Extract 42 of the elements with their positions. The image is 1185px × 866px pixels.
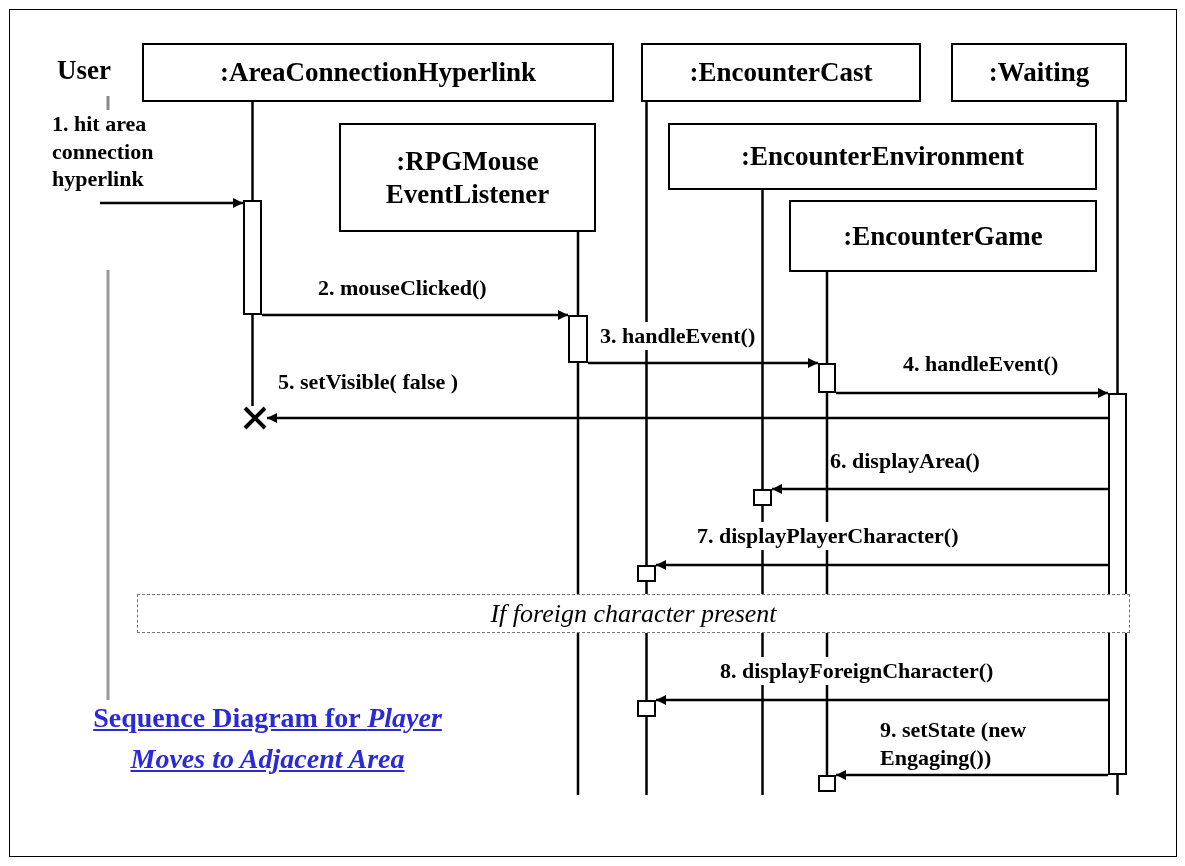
message-arrow <box>588 358 818 368</box>
message-arrow <box>836 770 1108 780</box>
message-label: 8. displayForeignCharacter() <box>720 657 994 685</box>
activation-box <box>818 775 836 792</box>
activation-bar <box>1108 393 1127 775</box>
object-box: :EncounterEnvironment <box>668 123 1097 190</box>
lifeline <box>645 102 648 565</box>
lifeline <box>251 315 254 406</box>
destruction-mark <box>243 406 267 430</box>
activation-bar <box>568 315 588 363</box>
object-box: :EncounterGame <box>789 200 1097 272</box>
message-arrow <box>836 388 1108 398</box>
diagram-title: Sequence Diagram for Player Moves to Adjacent Area <box>92 701 443 776</box>
message-label: 7. displayPlayerCharacter() <box>697 522 959 550</box>
lifeline <box>1116 775 1119 795</box>
object-box: :RPGMouse EventListener <box>339 123 596 232</box>
lifeline <box>576 232 580 315</box>
activation-bar <box>818 363 836 393</box>
lifeline <box>825 272 829 363</box>
condition-frame: If foreign character present <box>137 594 1130 633</box>
activation-box <box>637 700 656 717</box>
lifeline <box>645 633 648 700</box>
lifeline <box>1116 102 1119 393</box>
activation-bar <box>243 200 262 315</box>
message-arrow <box>656 560 1108 570</box>
message-label: 3. handleEvent() <box>600 322 756 350</box>
activation-box <box>637 565 656 582</box>
message-arrow <box>656 695 1108 705</box>
message-arrow <box>262 310 568 320</box>
object-box: :EncounterCast <box>641 43 921 102</box>
actor-label: User <box>42 48 126 92</box>
message-arrow <box>100 198 243 208</box>
lifeline <box>576 363 580 795</box>
activation-box <box>753 489 772 506</box>
lifeline <box>645 717 648 795</box>
message-arrow <box>267 413 1108 423</box>
object-box: :Waiting <box>951 43 1127 102</box>
lifeline <box>645 582 648 594</box>
lifeline <box>761 190 764 489</box>
object-box: :AreaConnectionHyperlink <box>142 43 614 102</box>
message-arrow <box>772 484 1108 494</box>
lifeline <box>251 102 254 200</box>
